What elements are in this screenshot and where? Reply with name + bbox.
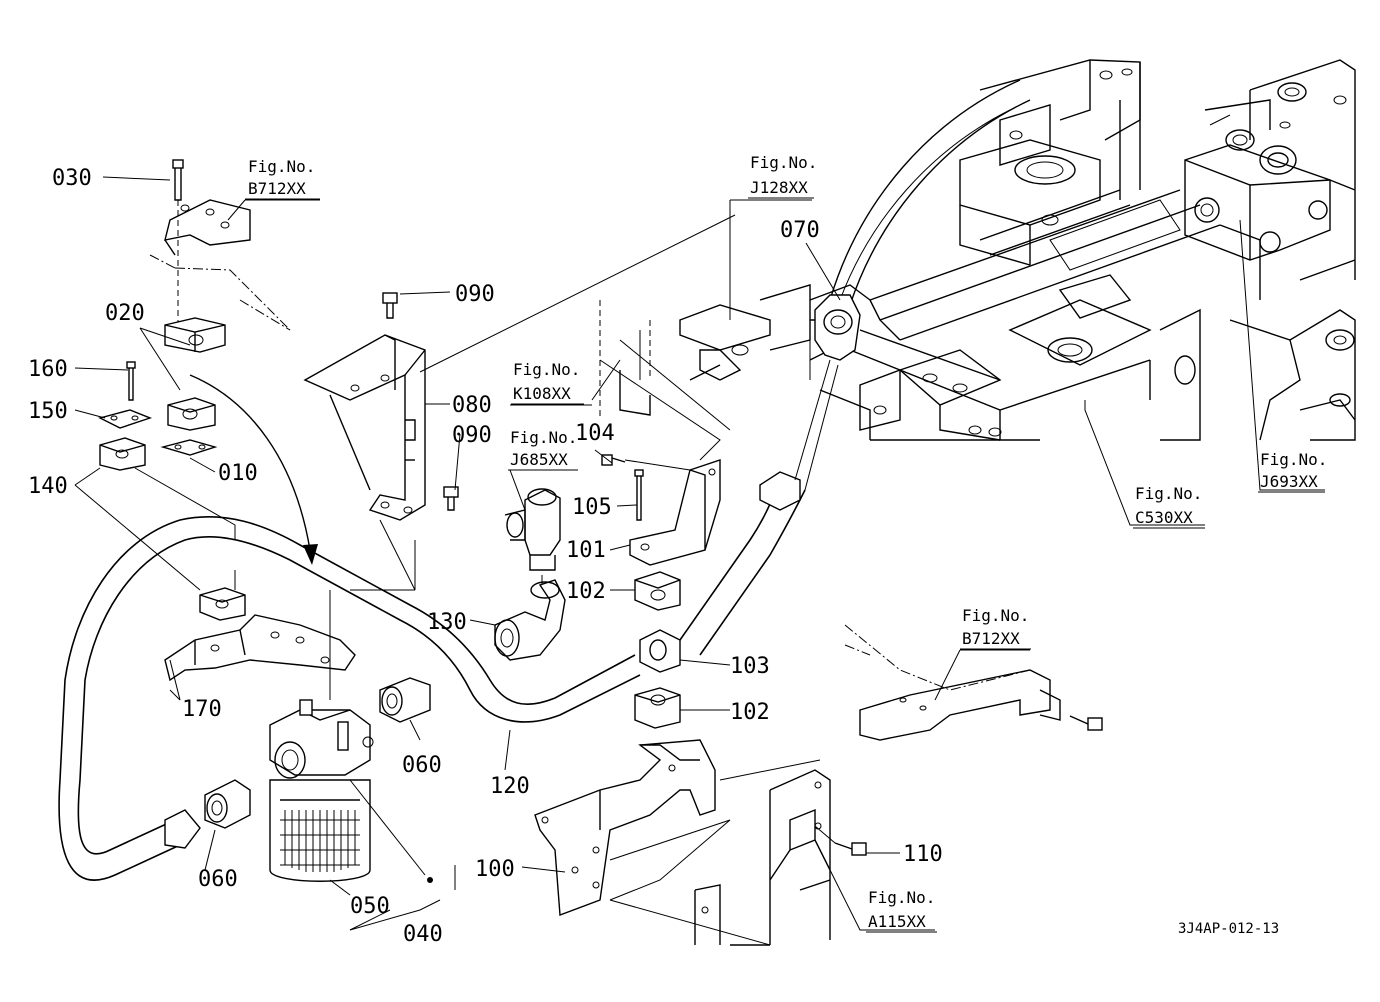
fig-prefix: Fig.No. (962, 606, 1029, 625)
fig-ref-j685xx: Fig.No. J685XX (510, 428, 577, 469)
fig-ref-c530xx: Fig.No. C530XX (1135, 484, 1202, 527)
part-number-labels: 030 020 160 150 010 140 090 080 090 104 … (28, 166, 943, 947)
fig-ref-b712xx-right: Fig.No. B712XX (962, 606, 1029, 648)
part-label-090-lower: 090 (452, 423, 492, 448)
fig-ref-k108xx: Fig.No. K108XX (513, 360, 580, 403)
fig-ref-code: C530XX (1135, 508, 1193, 527)
fig-prefix: Fig.No. (248, 157, 315, 176)
part-label-104: 104 (575, 421, 615, 446)
fig-prefix: Fig.No. (868, 888, 935, 907)
part-label-150: 150 (28, 399, 68, 424)
fig-prefix: Fig.No. (1135, 484, 1202, 503)
fig-prefix: Fig.No. (1260, 450, 1327, 469)
part-label-102-bottom: 102 (730, 700, 770, 725)
part-label-102-top: 102 (566, 579, 606, 604)
part-label-160: 160 (28, 357, 68, 382)
upper-bracket-drawing (98, 159, 736, 591)
part-label-060-lower: 060 (198, 867, 238, 892)
diagram-code: 3J4AP-012-13 (1178, 921, 1279, 937)
fig-ref-j128xx: Fig.No. J128XX (750, 153, 817, 197)
fig-ref-code: B712XX (248, 179, 306, 198)
fig-prefix: Fig.No. (510, 428, 577, 447)
clamp-bracket-drawing (134, 339, 1103, 946)
part-label-110: 110 (903, 842, 943, 867)
part-label-060-upper: 060 (402, 753, 442, 778)
part-label-030: 030 (52, 166, 92, 191)
fig-ref-a115xx: Fig.No. A115XX (868, 888, 935, 931)
fig-ref-code: A115XX (868, 912, 926, 931)
part-label-090-top: 090 (455, 282, 495, 307)
lower-frame-drawing (694, 624, 1061, 946)
fig-prefix: Fig.No. (750, 153, 817, 172)
fig-ref-code: J693XX (1260, 472, 1318, 491)
part-label-080: 080 (452, 393, 492, 418)
fig-ref-j693xx: Fig.No. J693XX (1260, 450, 1327, 491)
part-label-010: 010 (218, 461, 258, 486)
leader-lines (74, 176, 1325, 931)
part-label-140: 140 (28, 474, 68, 499)
fig-ref-code: K108XX (513, 384, 571, 403)
part-label-100: 100 (475, 857, 515, 882)
part-label-105: 105 (572, 495, 612, 520)
fig-prefix: Fig.No. (513, 360, 580, 379)
part-label-040: 040 (403, 922, 443, 947)
fig-ref-code: J128XX (750, 178, 808, 197)
part-label-130: 130 (427, 610, 467, 635)
fig-reference-labels: Fig.No. B712XX Fig.No. J128XX Fig.No. K1… (245, 153, 1327, 933)
fig-ref-code: J685XX (510, 450, 568, 469)
part-label-050: 050 (350, 894, 390, 919)
part-label-120: 120 (490, 774, 530, 799)
fig-ref-b712xx-top: Fig.No. B712XX (248, 157, 315, 198)
part-label-170: 170 (182, 697, 222, 722)
filter-and-fittings-drawing (204, 294, 861, 890)
tractor-frame-drawing (599, 59, 1356, 441)
part-label-070: 070 (780, 218, 820, 243)
part-label-101: 101 (566, 538, 606, 563)
fig-ref-code: B712XX (962, 629, 1020, 648)
fuel-pipe-120 (58, 359, 839, 881)
part-label-020: 020 (105, 301, 145, 326)
part-label-103: 103 (730, 654, 770, 679)
